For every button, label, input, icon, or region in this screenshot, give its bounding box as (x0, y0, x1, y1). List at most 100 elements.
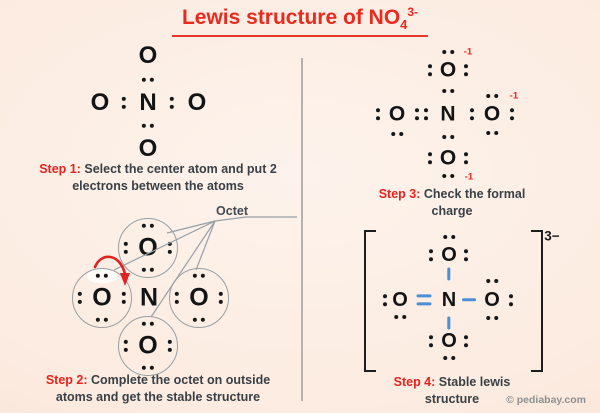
electron-pair (464, 335, 468, 347)
title-subscript: 4 (400, 17, 408, 33)
electron-pair (443, 235, 455, 239)
electron-pair (141, 267, 155, 273)
electron-pair (141, 77, 155, 83)
bond-electron-pair (442, 135, 454, 139)
right-bracket (531, 230, 543, 372)
octet-label: Octet (216, 204, 248, 218)
electron-pair (428, 152, 432, 164)
step1-label: Step 1: (39, 162, 81, 176)
electron-pair (121, 291, 127, 305)
formal-charge-top: -1 (463, 46, 473, 58)
octet-circle-right: O (169, 268, 229, 328)
ion-charge: 3− (544, 228, 560, 244)
electron-pair (192, 273, 206, 279)
atom-nitrogen: N (139, 89, 157, 116)
electron-pair (123, 241, 129, 255)
atom-nitrogen: N (139, 283, 159, 312)
atom-oxygen-top: O (439, 58, 457, 82)
double-bond-electron-pair (415, 108, 419, 120)
step4-caption: Step 4: Stable lewis structure (378, 374, 526, 409)
electron-pair (77, 291, 83, 305)
electron-pair (141, 321, 155, 327)
single-bond-right (462, 298, 476, 302)
electron-pair (464, 152, 468, 164)
electron-pair (167, 339, 173, 353)
electron-pair-highlighted (95, 273, 109, 279)
atom-oxygen-top: O (138, 42, 158, 69)
electron-pair (486, 131, 498, 135)
step3-label: Step 3: (378, 187, 421, 201)
electron-pair (510, 108, 514, 120)
title-text: Lewis structure of NO (181, 6, 401, 29)
step2-text: Complete the octet on outside atoms and … (55, 373, 271, 405)
electron-pair (141, 365, 155, 371)
electron-pair (192, 317, 206, 323)
electron-pair (486, 316, 498, 320)
double-bond-electron-pair (424, 108, 428, 120)
electron-pair (141, 123, 155, 129)
octet-circle-top: O (118, 218, 178, 278)
atom-oxygen: O (138, 331, 158, 360)
atom-oxygen-left: O (392, 289, 408, 311)
electron-pair (121, 96, 127, 110)
left-bracket (364, 230, 376, 372)
electron-pair (464, 249, 468, 261)
step4-label: Step 4: (393, 375, 436, 389)
formal-charge-right: -1 (509, 90, 519, 102)
electron-pair (486, 279, 498, 283)
electron-pair (383, 294, 387, 306)
step2-label: Step 2: (45, 373, 88, 387)
column-divider (301, 58, 303, 401)
electron-pair (391, 132, 403, 136)
step3-text: Check the formal charge (423, 187, 526, 219)
step1-text: Select the center atom and put 2 electro… (72, 162, 277, 194)
step4-text: Stable lewis structure (424, 375, 511, 407)
atom-oxygen-bottom: O (439, 146, 457, 170)
electron-pair (123, 339, 129, 353)
electron-pair (464, 64, 468, 76)
electron-pair (443, 356, 455, 360)
electron-pair (429, 249, 433, 261)
watermark: © pediabay.com (506, 394, 586, 406)
atom-nitrogen: N (441, 289, 457, 311)
formal-charge-bottom: -1 (464, 171, 474, 183)
electron-pair (376, 108, 380, 120)
single-bond-top (447, 267, 451, 281)
atom-oxygen-bottom: O (441, 330, 457, 352)
electron-pair (141, 223, 155, 229)
electron-pair (394, 315, 406, 319)
electron-pair (174, 291, 180, 305)
atom-oxygen: O (189, 283, 209, 312)
electron-pair (509, 294, 513, 306)
octet-circle-bottom: O (118, 316, 178, 376)
electron-pair (95, 317, 109, 323)
electron-pair (442, 50, 454, 54)
bond-electron-pair (470, 108, 474, 120)
electron-pair (429, 335, 433, 347)
step2-caption: Step 2: Complete the octet on outside at… (33, 372, 283, 407)
electron-pair (169, 96, 175, 110)
single-bond-bottom (447, 316, 451, 330)
step1-caption: Step 1: Select the center atom and put 2… (22, 161, 294, 196)
double-bond-left (416, 294, 432, 306)
atom-oxygen-right: O (484, 289, 500, 311)
electron-pair (486, 94, 498, 98)
page-title: Lewis structure of NO43- (171, 5, 429, 38)
electron-pair (428, 64, 432, 76)
electron-pair (167, 241, 173, 255)
atom-oxygen: O (138, 233, 158, 262)
atom-oxygen-bottom: O (138, 135, 158, 162)
atom-oxygen-left: O (90, 89, 110, 116)
bond-electron-pair (442, 89, 454, 93)
electron-pair (442, 174, 454, 178)
step3-caption: Step 3: Check the formal charge (378, 186, 526, 221)
atom-oxygen-right: O (483, 102, 501, 126)
atom-oxygen-left: O (388, 102, 406, 126)
atom-oxygen: O (92, 283, 112, 312)
atom-oxygen-right: O (187, 89, 207, 116)
electron-pair (218, 291, 224, 305)
atom-oxygen-top: O (441, 244, 457, 266)
atom-nitrogen: N (440, 102, 456, 126)
octet-circle-left: O (72, 268, 132, 328)
